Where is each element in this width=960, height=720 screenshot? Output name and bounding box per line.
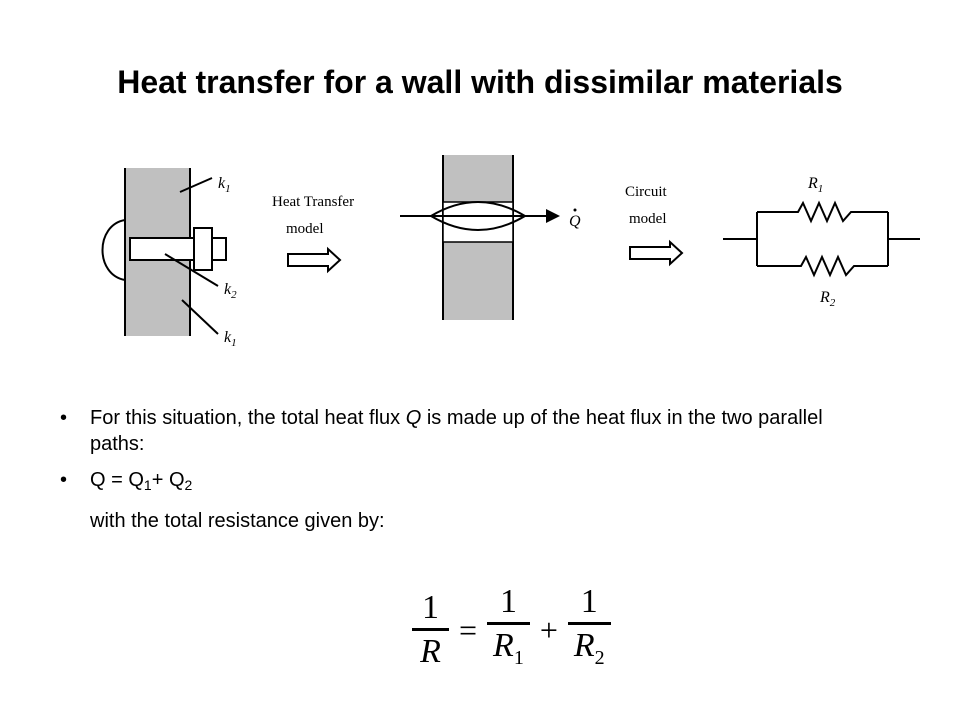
bullet-mark (60, 508, 90, 534)
bullet-text: with the total resistance given by: (90, 510, 385, 532)
k2-leader (164, 253, 219, 287)
circuit-model-label-line1: Circuit (625, 184, 667, 200)
bullet-item-2: • Q = Q1+ Q2 (60, 467, 880, 498)
bullet-list: • For this situation, the total heat flu… (60, 405, 880, 544)
circuit-model-label-line2: model (629, 211, 667, 227)
model-lens-bottom (430, 215, 526, 231)
heat-transfer-diagram: k1 k2 k1 Heat Transfer model Q Circuit m… (101, 155, 920, 349)
model-insert (442, 201, 514, 243)
model-wall: Q (400, 155, 581, 320)
bullet-item-3: with the total resistance given by: (60, 508, 880, 534)
fraction-bar (412, 628, 449, 631)
hollow-arrow-2 (629, 239, 684, 267)
bolt-shank (129, 237, 195, 261)
heat-path-arc (101, 219, 126, 281)
k2-label: k2 (224, 281, 237, 301)
k1-bottom-leader (181, 299, 219, 335)
resistor-r1 (757, 200, 888, 224)
heat-flow-arrowhead (546, 209, 560, 223)
fraction-r2: 1 R2 (567, 582, 611, 679)
equals-sign: = (459, 612, 478, 648)
bullet-mark: • (60, 407, 68, 429)
plus-sign: + (539, 612, 558, 648)
k1-top-label: k1 (218, 175, 231, 195)
bullet-item-1: • For this situation, the total heat flu… (60, 405, 880, 457)
heat-sum-equation: Q = Q1+ Q2 (90, 469, 193, 493)
resistance-formula: 1 R = 1 R1 + 1 R2 (408, 582, 615, 679)
physical-wall: k1 k2 k1 (101, 168, 237, 349)
hollow-arrow-1 (287, 246, 342, 274)
k1-bottom-label: k1 (224, 329, 237, 349)
r1-label: R1 (807, 175, 823, 195)
k1-top-leader (179, 177, 213, 193)
r2-label: R2 (819, 289, 836, 309)
resistor-r2 (757, 254, 888, 278)
fraction-r1: 1 R1 (487, 582, 530, 679)
fraction-bar (487, 622, 530, 625)
parallel-resistor-circuit (723, 200, 920, 278)
bolt-head (193, 227, 213, 271)
model-lens-top (430, 201, 526, 217)
heat-transfer-model-label-line1: Heat Transfer (272, 194, 354, 210)
q-dot-mark (573, 208, 577, 212)
bolt-nut (211, 237, 227, 261)
fraction-bar (567, 622, 611, 625)
fraction-total: 1 R (412, 588, 449, 673)
bullet-text: For this situation, the total heat flux … (90, 407, 823, 455)
page-title: Heat transfer for a wall with dissimilar… (117, 64, 843, 100)
bullet-mark: • (60, 469, 68, 491)
q-dot-label: Q (569, 213, 581, 230)
heat-transfer-model-label-line2: model (286, 221, 324, 237)
